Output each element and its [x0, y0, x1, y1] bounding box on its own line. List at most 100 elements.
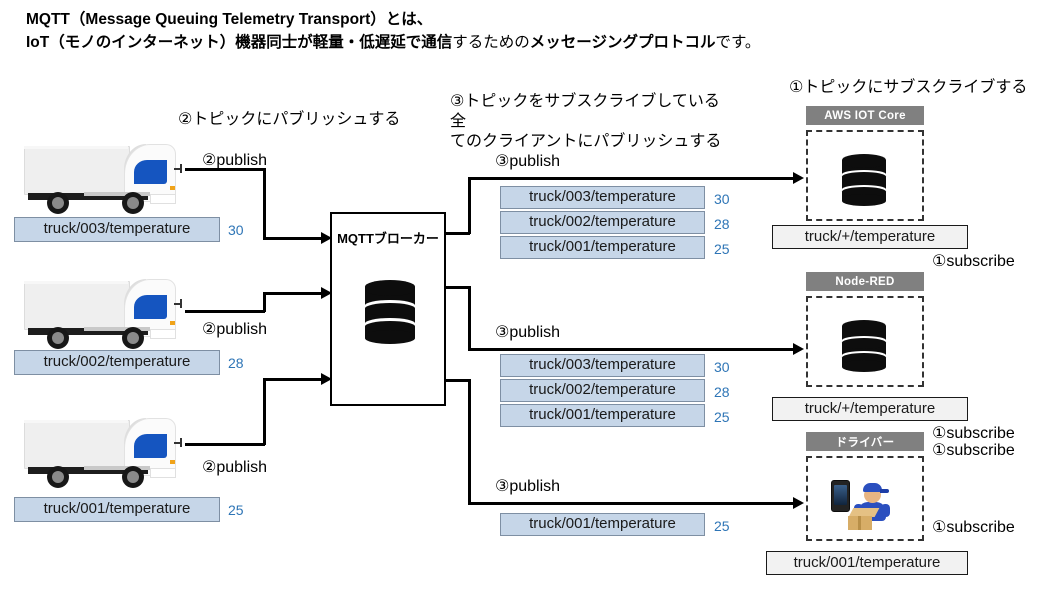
message-value-aws-3: 25: [714, 241, 730, 257]
truck-wheel-front: [122, 466, 144, 488]
connector-truck-001-h2: [263, 378, 327, 381]
connector-truck-003-h1: [185, 168, 265, 171]
message-topic-aws-3: truck/001/temperature: [500, 236, 705, 259]
database-icon: [365, 280, 415, 344]
connector-stream-aws-h1: [444, 232, 470, 235]
topic-label-truck-002: truck/002/temperature: [14, 350, 220, 375]
message-topic-nodered-2: truck/002/temperature: [500, 379, 705, 402]
truck-trailer: [24, 146, 130, 195]
truck-trailer: [24, 281, 130, 330]
truck-bumper: [150, 468, 176, 478]
truck-window: [134, 295, 167, 319]
subscribe-label-driver-top: ①subscribe: [932, 442, 1015, 459]
annotation-subscribe-to-topic: ①トピックにサブスクライブする: [789, 79, 1028, 96]
publish-label-stream-nodered: ③publish: [495, 324, 561, 341]
truck-chassis-detail: [84, 327, 150, 331]
message-value-aws-1: 30: [714, 191, 730, 207]
topic-label-truck-003: truck/003/temperature: [14, 217, 220, 242]
truck-chassis: [28, 467, 148, 474]
subscribe-filter-nodered: truck/+/temperature: [772, 397, 968, 421]
mqtt-broker-label: MQTTブローカー: [337, 231, 439, 246]
message-value-nodered-2: 28: [714, 384, 730, 400]
topic-value-truck-003: 30: [228, 222, 244, 238]
page-title: MQTT（Message Queuing Telemetry Transport…: [26, 8, 1036, 54]
truck-bumper: [150, 329, 176, 339]
truck-mirror: [180, 164, 182, 173]
truck-bumper: [150, 194, 176, 204]
message-value-nodered-1: 30: [714, 359, 730, 375]
title-line-2-d: です。: [715, 34, 761, 51]
connector-truck-002-h2: [263, 292, 327, 295]
message-topic-nodered-1: truck/003/temperature: [500, 354, 705, 377]
subscriber-body-driver: [806, 456, 924, 541]
subscriber-header-aws: AWS IOT Core: [806, 106, 924, 125]
truck-trailer-top: [24, 420, 128, 423]
message-value-nodered-3: 25: [714, 409, 730, 425]
publish-label-truck-001: ②publish: [202, 459, 268, 476]
truck-mirror: [180, 438, 182, 447]
truck-wheel-rear: [47, 466, 69, 488]
connector-stream-driver-v: [468, 379, 471, 504]
connector-stream-nodered-h1: [444, 286, 470, 289]
subscriber-body-aws: [806, 130, 924, 221]
title-line-2: IoT（モノのインターネット）機器同士が軽量・低遅延で通信するためのメッセージン…: [26, 31, 1036, 54]
subscriber-body-nodered: [806, 296, 924, 387]
arrowhead-truck-002: [321, 287, 332, 299]
truck-wheel-rear: [47, 327, 69, 349]
truck-mirror: [180, 299, 182, 308]
subscriber-node-red[interactable]: Node-RED: [806, 272, 924, 387]
truck-chassis: [28, 328, 148, 335]
arrowhead-stream-aws: [793, 172, 804, 184]
subscribe-label-nodered: ①subscribe: [932, 425, 1015, 442]
connector-truck-003-v: [263, 168, 266, 240]
connector-truck-002-v: [263, 292, 266, 312]
message-topic-aws-2: truck/002/temperature: [500, 211, 705, 234]
subscriber-header-nodered: Node-RED: [806, 272, 924, 291]
topic-value-truck-002: 28: [228, 355, 244, 371]
connector-truck-001-v: [263, 378, 266, 445]
smartphone-icon: [831, 480, 850, 512]
truck-mirror-arm: [174, 168, 182, 170]
message-topic-aws-1: truck/003/temperature: [500, 186, 705, 209]
truck-light: [170, 321, 175, 325]
truck-window: [134, 160, 167, 184]
subscriber-aws-iot-core[interactable]: AWS IOT Core: [806, 106, 924, 221]
subscriber-header-driver: ドライバー: [806, 432, 924, 451]
truck-trailer-top: [24, 146, 128, 149]
truck-mirror-arm: [174, 442, 182, 444]
connector-stream-aws-h2: [468, 177, 798, 180]
truck-icon-003: [24, 140, 196, 218]
truck-wheel-rear: [47, 192, 69, 214]
publish-label-truck-002: ②publish: [202, 321, 268, 338]
connector-stream-aws-v: [468, 177, 471, 234]
publish-label-stream-driver: ③publish: [495, 478, 561, 495]
truck-mirror-arm: [174, 303, 182, 305]
arrowhead-stream-driver: [793, 497, 804, 509]
connector-stream-nodered-h2: [468, 348, 798, 351]
connector-stream-nodered-v: [468, 286, 471, 350]
topic-value-truck-001: 25: [228, 502, 244, 518]
database-icon: [842, 320, 886, 372]
publish-label-truck-003: ②publish: [202, 152, 268, 169]
truck-icon-001: [24, 414, 196, 492]
message-topic-driver-1: truck/001/temperature: [500, 513, 705, 536]
connector-stream-driver-h2: [468, 502, 798, 505]
subscriber-driver[interactable]: ドライバー: [806, 432, 924, 542]
truck-icon-002: [24, 275, 196, 353]
truck-light: [170, 186, 175, 190]
title-line-2-b: するための: [452, 34, 530, 51]
truck-window: [134, 434, 167, 458]
subscribe-label-driver-bottom: ①subscribe: [932, 519, 1015, 536]
topic-label-truck-001: truck/001/temperature: [14, 497, 220, 522]
arrowhead-truck-001: [321, 373, 332, 385]
database-icon: [842, 154, 886, 206]
truck-trailer: [24, 420, 130, 469]
annotation-publish-to-topic: ②トピックにパブリッシュする: [178, 111, 401, 128]
subscribe-filter-aws: truck/+/temperature: [772, 225, 968, 249]
connector-stream-driver-h1: [444, 379, 470, 382]
truck-wheel-front: [122, 327, 144, 349]
arrowhead-truck-003: [321, 232, 332, 244]
publish-label-stream-aws: ③publish: [495, 153, 561, 170]
subscribe-label-aws: ①subscribe: [932, 253, 1015, 270]
